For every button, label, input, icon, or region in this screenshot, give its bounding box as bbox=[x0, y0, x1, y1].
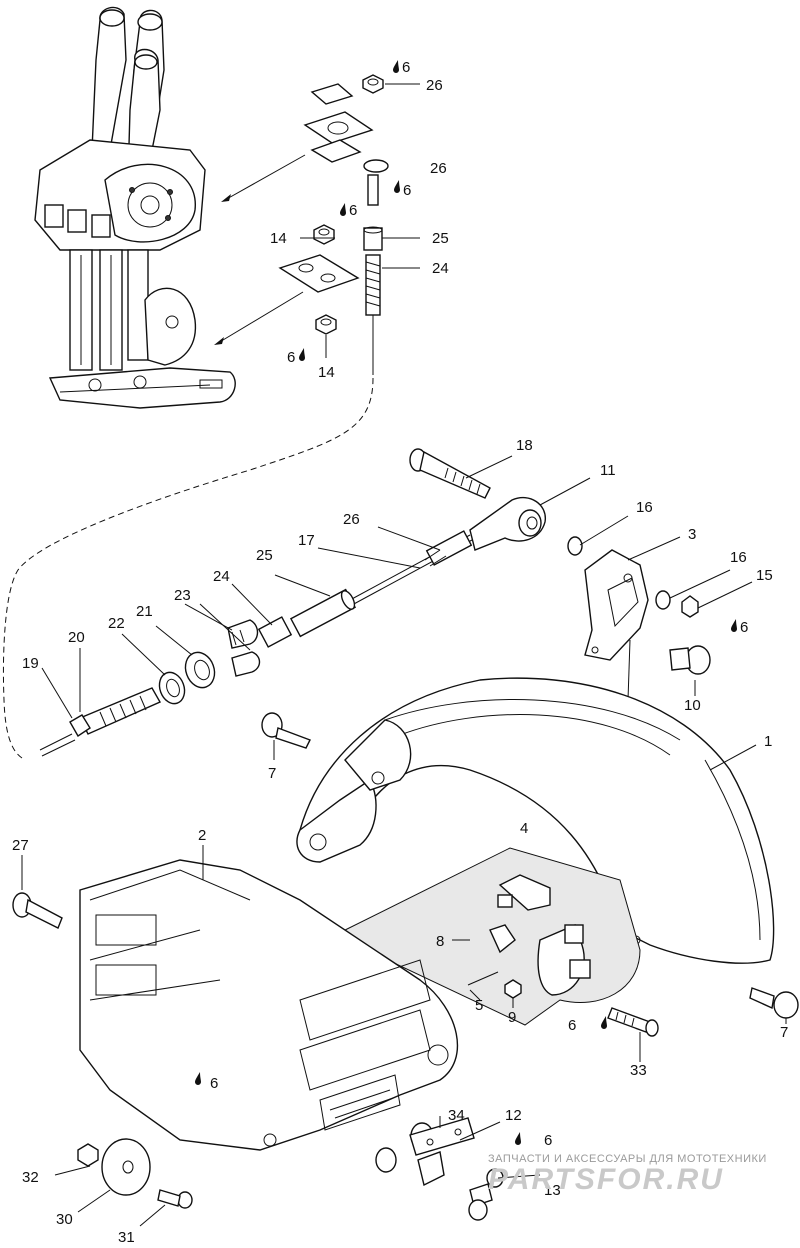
leader-lines bbox=[21, 83, 787, 1227]
callout-34: 34 bbox=[448, 1107, 465, 1124]
chain-guard bbox=[261, 677, 799, 1019]
callout-25: 25 bbox=[432, 230, 449, 247]
drop-icon bbox=[601, 1016, 607, 1029]
callout-4: 4 bbox=[520, 820, 528, 837]
callout-30: 30 bbox=[56, 1211, 73, 1228]
callout-7: 7 bbox=[268, 765, 276, 782]
callout-labels: 26 6 26 6 6 14 25 24 6 14 18 11 16 26 17… bbox=[12, 59, 788, 1246]
callout-26: 26 bbox=[426, 77, 443, 94]
callout-33: 33 bbox=[630, 1062, 647, 1079]
callout-26: 26 bbox=[430, 160, 447, 177]
callout-26: 26 bbox=[343, 511, 360, 528]
callout-8: 8 bbox=[436, 933, 444, 950]
callout-15: 15 bbox=[756, 567, 773, 584]
callout-6: 6 bbox=[349, 202, 357, 219]
callout-11: 11 bbox=[600, 462, 616, 479]
callout-6: 6 bbox=[740, 619, 748, 636]
callout-12: 12 bbox=[505, 1107, 522, 1124]
callout-27: 27 bbox=[12, 837, 29, 854]
callout-10: 10 bbox=[684, 697, 701, 714]
callout-25: 25 bbox=[256, 547, 273, 564]
drop-icon bbox=[393, 60, 399, 73]
callout-1: 1 bbox=[764, 733, 772, 750]
callout-6: 6 bbox=[402, 59, 410, 76]
drop-icon bbox=[299, 348, 305, 361]
watermark-tagline: ЗАПЧАСТИ И АКСЕССУАРЫ ДЛЯ МОТОТЕХНИКИ bbox=[488, 1153, 767, 1165]
bottom-hardware bbox=[77, 1117, 504, 1221]
top-hardware-stack bbox=[278, 74, 389, 375]
bracket-hardware bbox=[567, 536, 711, 890]
callout-9: 9 bbox=[508, 1009, 516, 1026]
assembly-arrows bbox=[214, 154, 306, 345]
callout-13: 13 bbox=[544, 1182, 561, 1199]
callout-22: 22 bbox=[108, 615, 125, 632]
callout-19: 19 bbox=[22, 655, 39, 672]
callout-6: 6 bbox=[544, 1132, 552, 1149]
callout-18: 18 bbox=[516, 437, 533, 454]
callout-20: 20 bbox=[68, 629, 85, 646]
watermark: ЗАПЧАСТИ И АКСЕССУАРЫ ДЛЯ МОТОТЕХНИКИ PA… bbox=[488, 1153, 788, 1197]
cable-linkage bbox=[39, 448, 546, 757]
callout-7: 7 bbox=[780, 1024, 788, 1041]
callout-3: 3 bbox=[688, 526, 696, 543]
callout-31: 31 bbox=[118, 1229, 135, 1246]
callout-21: 21 bbox=[136, 603, 153, 620]
callout-6: 6 bbox=[403, 182, 411, 199]
callout-2: 2 bbox=[198, 827, 206, 844]
drop-icon bbox=[731, 619, 737, 632]
callout-6: 6 bbox=[287, 349, 295, 366]
callout-6: 6 bbox=[210, 1075, 218, 1092]
drop-icon bbox=[515, 1132, 521, 1145]
callout-14: 14 bbox=[270, 230, 287, 247]
throttle-control-assembly bbox=[34, 6, 236, 409]
callout-16: 16 bbox=[730, 549, 747, 566]
callout-23: 23 bbox=[174, 587, 191, 604]
guard-bracket bbox=[333, 847, 659, 1037]
callout-6: 6 bbox=[568, 1017, 576, 1034]
callout-16: 16 bbox=[636, 499, 653, 516]
callout-24: 24 bbox=[432, 260, 449, 277]
callout-17: 17 bbox=[298, 532, 315, 549]
drop-icon bbox=[195, 1072, 201, 1085]
callout-5: 5 bbox=[475, 997, 483, 1014]
drop-icon bbox=[394, 180, 400, 193]
drop-icon bbox=[340, 203, 346, 216]
callout-14: 14 bbox=[318, 364, 335, 381]
lubricant-drop-icons bbox=[195, 60, 737, 1145]
watermark-logo: PARTSFOR.RU bbox=[488, 1163, 724, 1196]
callout-32: 32 bbox=[22, 1169, 39, 1186]
cable-route bbox=[2, 377, 374, 759]
callout-24: 24 bbox=[213, 568, 230, 585]
frame bbox=[12, 859, 459, 1151]
